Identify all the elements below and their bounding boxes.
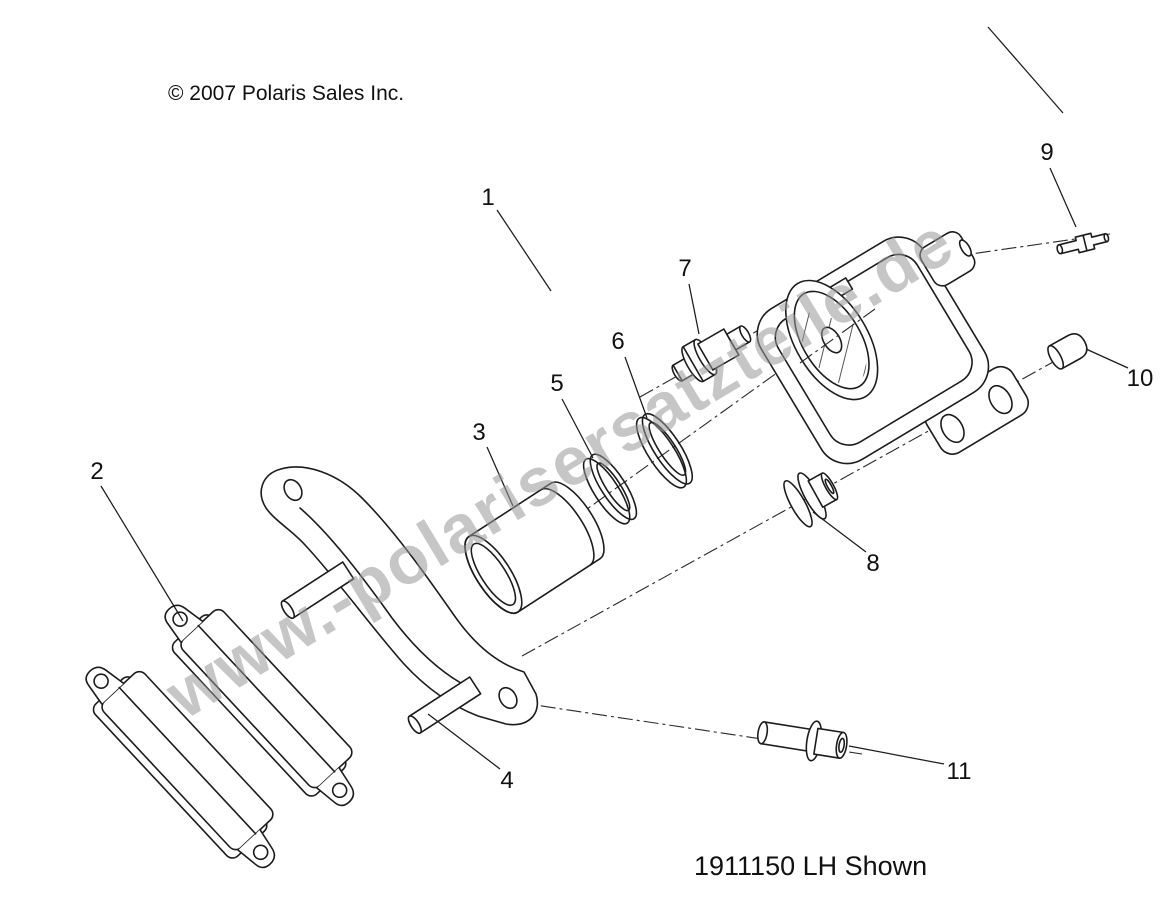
diagram-caption: 1911150 LH Shown (694, 851, 928, 881)
bleeder-screw (1056, 232, 1110, 255)
copyright-text: © 2007 Polaris Sales Inc. (168, 82, 405, 105)
callout-7: 7 (678, 255, 692, 282)
callout-10: 10 (1126, 365, 1154, 392)
assembly-bracket-line (987, 26, 1064, 114)
o-ring (635, 412, 694, 489)
leader-line-8 (812, 511, 867, 553)
piston-seal (582, 453, 638, 525)
slide-pin-lower (407, 676, 482, 735)
callout-3: 3 (472, 419, 486, 446)
callout-2: 2 (90, 458, 104, 485)
leader-line-6 (624, 356, 648, 419)
rubber-cap (1047, 333, 1088, 370)
leader-line-9 (1049, 167, 1077, 228)
caliper-housing (756, 231, 1030, 465)
leader-lines (100, 26, 1129, 770)
piston-pin-assembly (671, 325, 752, 383)
leader-line-3 (486, 446, 514, 507)
brake-pad-front (85, 666, 276, 869)
leader-line-4 (427, 713, 501, 770)
dust-boot (783, 472, 839, 528)
leader-line-10 (1085, 348, 1129, 369)
callout-9: 9 (1040, 139, 1054, 166)
callout-5: 5 (550, 370, 564, 397)
leader-line-5 (561, 398, 594, 459)
bore-center-line (799, 308, 876, 364)
mounting-bolt (757, 720, 848, 762)
callout-1: 1 (481, 184, 495, 211)
brake-pads (85, 604, 355, 869)
leader-line-11 (848, 745, 945, 765)
callout-8: 8 (866, 550, 880, 577)
caliper-piston (464, 481, 605, 614)
leader-line-2 (100, 485, 184, 622)
callout-6: 6 (611, 328, 625, 355)
callout-11: 11 (946, 758, 972, 785)
brake-pad-rear (164, 604, 355, 807)
slide-pin-upper (280, 561, 355, 620)
leader-line-1 (496, 209, 552, 292)
callout-4: 4 (500, 767, 514, 794)
caliper-mount-bracket (260, 466, 539, 735)
leader-line-7 (688, 283, 700, 335)
